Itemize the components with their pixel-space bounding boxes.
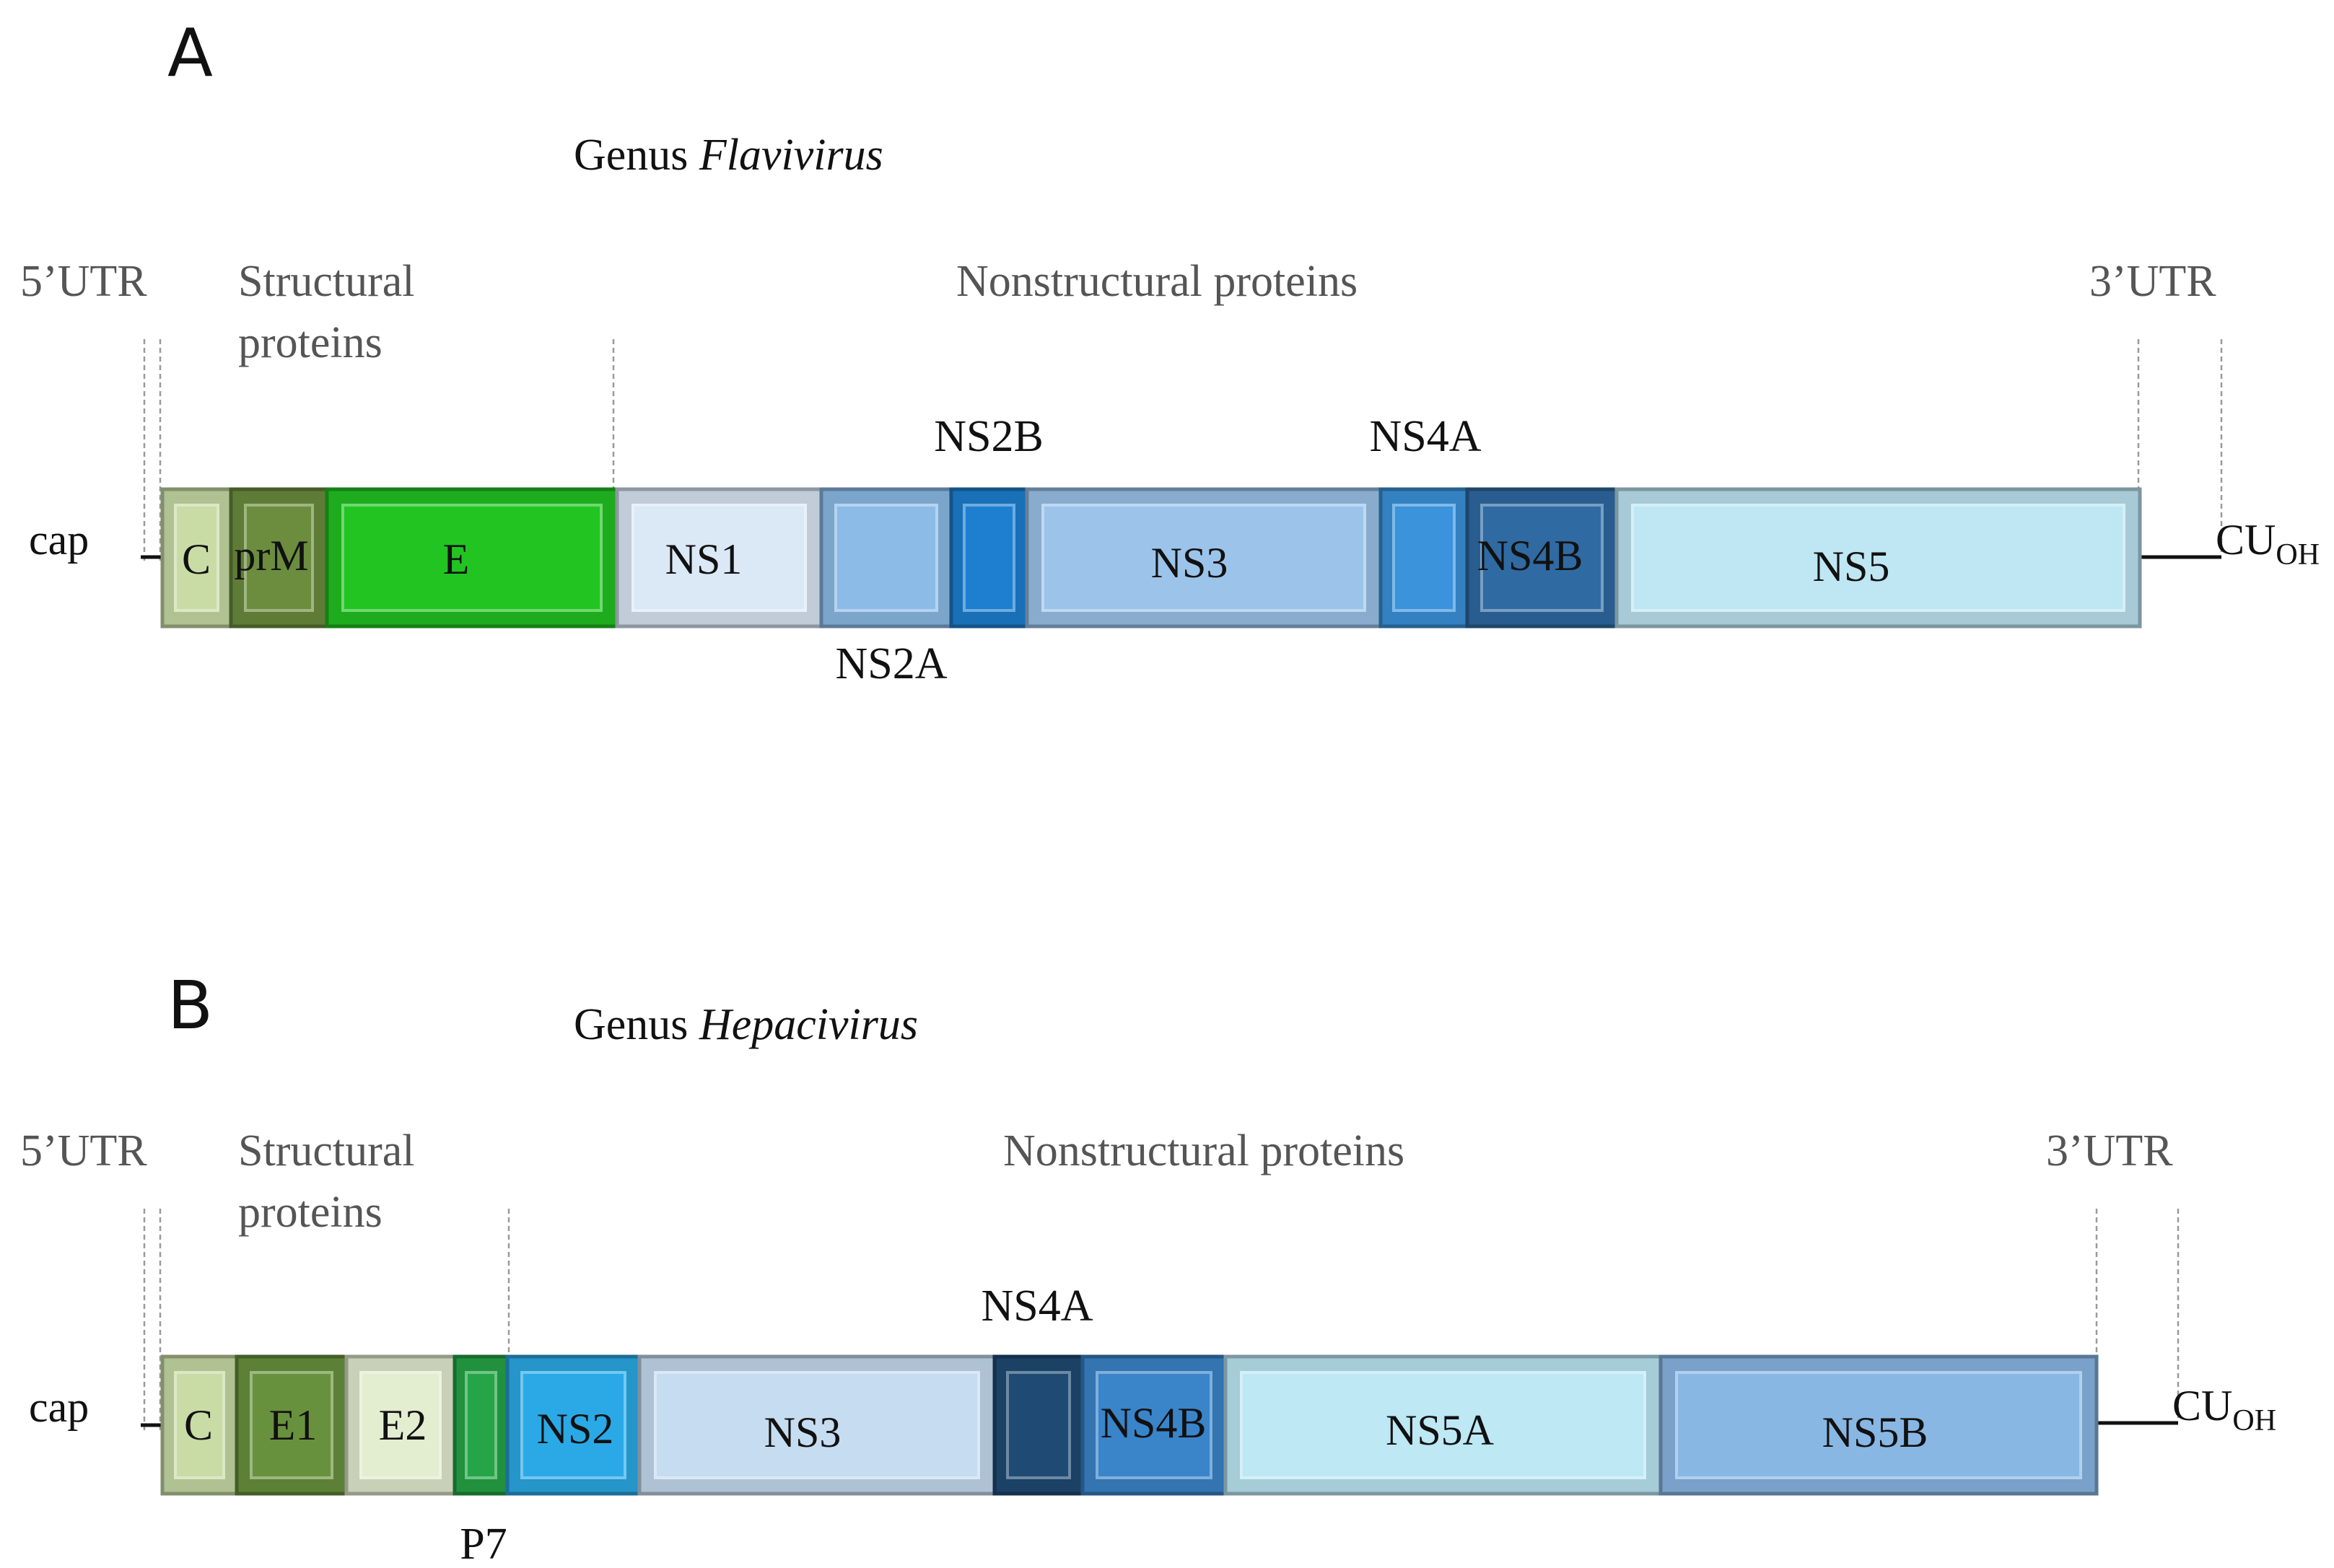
panel-b-nonstructural-label: Nonstructural proteins	[1003, 1126, 1404, 1175]
panel-b-structural-label-line2: proteins	[238, 1188, 383, 1237]
panel-b-structural-label-line1: Structural	[238, 1126, 415, 1175]
segment-p7	[453, 1354, 510, 1496]
segment-c: C	[160, 487, 233, 628]
segment-ns2b	[949, 487, 1029, 628]
panel-b-p7-callout: P7	[460, 1520, 507, 1568]
segment-ns2-label: NS2	[537, 1405, 614, 1453]
segment-ns4a	[992, 1354, 1085, 1496]
panel-a-genome-bar: C prM E NS1 NS3	[160, 487, 2142, 628]
segment-e1: E1	[235, 1354, 349, 1496]
segment-ns5-label: NS5	[1813, 543, 1890, 590]
segment-ns5: NS5	[1614, 487, 2142, 628]
segment-ns1: NS1	[615, 487, 823, 628]
segment-e-label: E	[443, 535, 470, 583]
segment-ns5b-label: NS5B	[1822, 1409, 1928, 1456]
segment-ns5b: NS5B	[1658, 1354, 2099, 1496]
panel-a-5utr-label: 5’UTR	[20, 257, 147, 306]
panel-a-genus-title: Genus Flavivirus	[574, 131, 883, 180]
segment-ns5a: NS5A	[1223, 1354, 1663, 1496]
panel-a-structural-label-line2: proteins	[238, 318, 383, 367]
segment-ns2a	[819, 487, 953, 628]
panel-b-cap-label: cap	[29, 1383, 89, 1431]
segment-c: C	[160, 1354, 239, 1496]
panel-a-3utr-label: 3’UTR	[2089, 257, 2216, 306]
panel-b-cu-label: CUOH	[2172, 1382, 2276, 1437]
segment-e1-label: E1	[269, 1401, 318, 1449]
panel-a-nonstructural-label: Nonstructural proteins	[956, 257, 1358, 306]
panel-a-ns2b-callout: NS2B	[934, 412, 1044, 461]
panel-a-cap-label: cap	[29, 516, 89, 564]
segment-e2: E2	[344, 1354, 457, 1496]
segment-e: E	[325, 487, 619, 628]
panel-a-ns2a-callout: NS2A	[835, 639, 947, 688]
segment-ns2: NS2	[505, 1354, 642, 1496]
segment-prm: prM	[229, 487, 329, 628]
panel-a-cu-label: CUOH	[2216, 516, 2320, 571]
panel-a-ns4a-callout: NS4A	[1369, 412, 1481, 461]
segment-c-label: C	[184, 1401, 213, 1449]
segment-ns5a-label: NS5A	[1386, 1406, 1494, 1454]
panel-a-structural-label-line1: Structural	[238, 257, 415, 306]
segment-ns1-label: NS1	[665, 535, 743, 583]
segment-ns3-label: NS3	[1151, 539, 1228, 587]
panel-b-genome-bar: C E1 E2 NS2 NS3	[160, 1354, 2099, 1496]
panel-b-5utr-label: 5’UTR	[20, 1126, 147, 1175]
panel-b-3utr-label: 3’UTR	[2046, 1126, 2173, 1175]
panel-b-ns4a-callout: NS4A	[981, 1282, 1093, 1331]
segment-ns4a	[1378, 487, 1469, 628]
segment-ns3-label: NS3	[764, 1409, 842, 1456]
panel-b-genus-title: Genus Hepacivirus	[574, 1000, 918, 1049]
segment-ns4b-label: NS4B	[1101, 1399, 1207, 1447]
segment-ns3: NS3	[1025, 487, 1383, 628]
segment-ns4b: NS4B	[1080, 1354, 1228, 1496]
segment-c-label: C	[182, 535, 211, 583]
segment-ns3: NS3	[637, 1354, 997, 1496]
segment-ns4b: NS4B	[1465, 487, 1619, 628]
segment-e2-label: E2	[379, 1401, 427, 1449]
panel-b-letter: B	[167, 967, 213, 1044]
segment-ns4b-label: NS4B	[1477, 532, 1583, 579]
segment-prm-label: prM	[234, 532, 308, 579]
panel-a-letter: A	[167, 14, 213, 92]
